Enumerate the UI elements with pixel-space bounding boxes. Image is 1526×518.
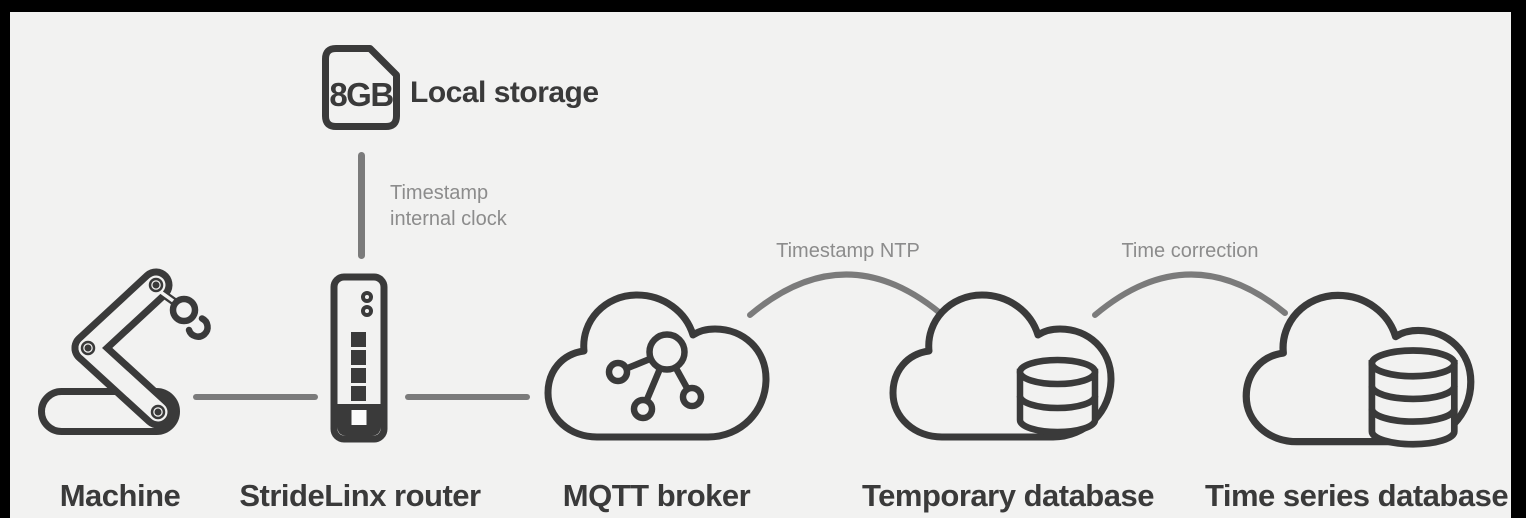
mqtt-broker-node <box>540 289 773 441</box>
network-nodes-glyph <box>605 331 705 422</box>
diagram-canvas: 8GB Local storage Timestamp internal clo… <box>10 12 1511 518</box>
stridelinx-router-label: StrideLinx router <box>239 478 481 513</box>
local-storage-label: Local storage <box>410 76 599 109</box>
mqtt-broker-label: MQTT broker <box>562 478 751 513</box>
machine-label: Machine <box>59 478 181 513</box>
time-correction-annotation: Time correction <box>1121 240 1259 262</box>
storage-capacity-text: 8GB <box>329 76 394 113</box>
arc-timestamp-ntp <box>747 271 943 318</box>
database-cylinder-glyph <box>1016 356 1099 436</box>
cloud-mqtt-icon <box>544 291 770 441</box>
internal-clock-annotation: Timestamp internal clock <box>390 180 507 232</box>
sd-card-icon <box>322 45 400 130</box>
local-storage-node: 8GB <box>322 45 400 130</box>
stridelinx-router-node <box>330 273 388 443</box>
database-cylinder-glyph <box>1368 347 1458 448</box>
cloud-database-icon <box>889 291 1115 441</box>
temporary-database-node <box>885 289 1118 441</box>
connector-storage-router <box>358 152 365 259</box>
router-icon <box>330 273 388 443</box>
ntp-annotation: Timestamp NTP <box>776 240 920 262</box>
cloud-database-large-icon <box>1242 291 1475 448</box>
time-series-database-node <box>1238 289 1478 448</box>
connector-router-broker <box>405 394 530 400</box>
internal-clock-line2: internal clock <box>390 208 507 230</box>
arc-time-correction <box>1092 271 1288 318</box>
robot-arm-icon <box>38 268 211 435</box>
machine-node <box>38 267 211 437</box>
internal-clock-line1: Timestamp <box>390 182 489 204</box>
time-series-database-label: Time series database <box>1205 478 1509 513</box>
connector-machine-router <box>193 394 318 400</box>
temporary-database-label: Temporary database <box>862 478 1154 513</box>
